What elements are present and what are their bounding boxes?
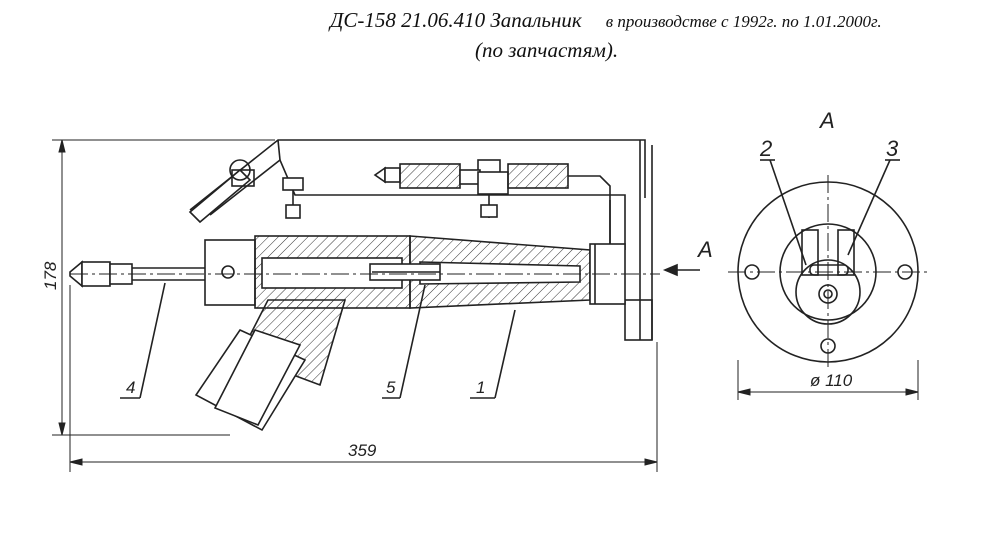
inclined-pipe: [194, 299, 347, 432]
leader-4: [139, 282, 166, 399]
dimension-lines: [52, 139, 919, 472]
callout-3: 3: [886, 136, 899, 161]
end-view: [728, 159, 928, 370]
side-view: [69, 139, 700, 432]
drawing-title-text: ДС-158 21.06.410 Запальник: [330, 8, 582, 32]
igniter-body: [70, 235, 660, 309]
dim-length: 359: [348, 441, 377, 460]
mounting-bracket: [188, 139, 653, 341]
bolt-right: [477, 159, 501, 218]
callout-2: 2: [759, 136, 772, 161]
leader-1: [494, 309, 516, 399]
spark-plug: [373, 163, 611, 260]
drawing-subtitle: (по запчастям).: [475, 38, 619, 62]
callout-5: 5: [386, 378, 396, 397]
section-label: A: [818, 108, 835, 133]
view-arrow-label: A: [696, 237, 713, 262]
callout-4: 4: [126, 378, 135, 397]
dim-diameter: ø 110: [810, 371, 853, 390]
production-period: в производстве с 1992г. по 1.01.2000г.: [605, 12, 882, 31]
dim-height: 178: [41, 261, 60, 290]
leader-5: [399, 284, 426, 399]
drawing-title: ДС-158 21.06.410 Запальник в производстве…: [330, 8, 882, 33]
callout-1: 1: [476, 378, 485, 397]
gas-tube: [69, 260, 205, 288]
bolt-left: [282, 177, 304, 219]
